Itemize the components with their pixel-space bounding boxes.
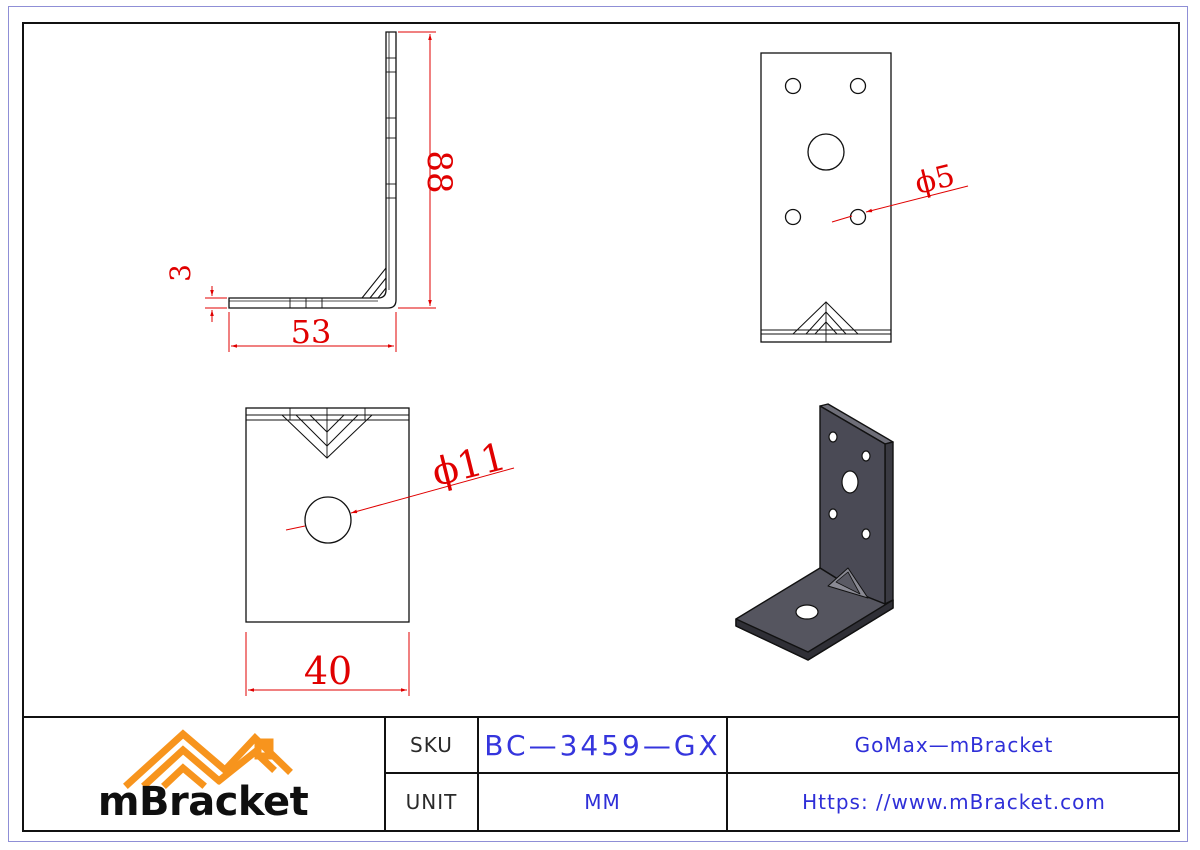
inner-frame	[22, 22, 1180, 832]
outer-frame	[8, 6, 1188, 842]
dimension-40-label: 40	[304, 649, 352, 693]
face-view-bottom	[245, 407, 410, 623]
unit-label: UNIT	[405, 790, 458, 814]
dimension-phi5-label: ϕ5	[911, 158, 958, 202]
title-block-divider	[726, 716, 728, 832]
isometric-view	[735, 403, 894, 661]
dimension-53	[228, 312, 397, 352]
face-view-top	[760, 52, 892, 343]
title-block-divider	[384, 716, 386, 832]
logo: mBracket	[22, 778, 384, 826]
dimension-88	[398, 31, 436, 309]
dimension-phi5	[831, 185, 969, 223]
sku-value: BC—3459—GX	[484, 728, 721, 762]
logo-text: mBracket	[97, 779, 309, 825]
dimension-88-label: 88	[419, 150, 459, 193]
dimension-phi11	[285, 467, 515, 531]
side-view	[228, 31, 397, 309]
logo-icon	[123, 729, 293, 789]
dimension-phi11-label: ϕ11	[428, 434, 511, 495]
title-block-row-divider	[384, 772, 1180, 774]
dimension-53-label: 53	[291, 313, 332, 351]
dimension-40	[245, 632, 410, 696]
product-name: GoMax—mBracket	[854, 733, 1054, 757]
dimension-3	[205, 286, 227, 322]
title-block: mBracket SKU BC—3459—GX GoMax—mBracket U…	[22, 716, 1180, 832]
website-link[interactable]: Https: //www.mBracket.com	[802, 790, 1106, 814]
title-block-top-border	[22, 716, 1180, 718]
dimension-3-label: 3	[164, 264, 197, 282]
sku-label: SKU	[410, 733, 453, 757]
title-block-divider	[477, 716, 479, 832]
unit-value: MM	[584, 790, 621, 814]
